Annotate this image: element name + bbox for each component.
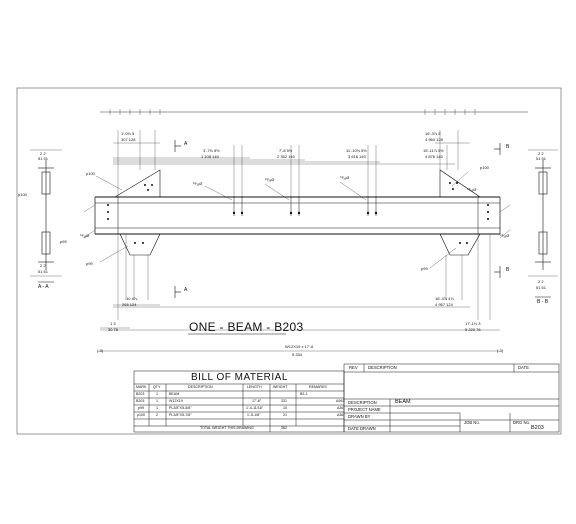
tb-job-no: JOB No. [464, 420, 480, 425]
bom-cell: 1'-5-1/8" [247, 413, 261, 417]
bottom-dim: 10 4⅞ [126, 296, 138, 301]
bom-cell: A992 [336, 399, 345, 403]
top-dim: 7'-8 5½ [279, 148, 293, 153]
bom-total-value: 362 [281, 426, 287, 430]
tb-drg-value: B203 [531, 425, 544, 431]
bom-total-label: TOTAL WEIGHT THIS DRAWING [200, 426, 254, 430]
bom-cell: B203 [136, 392, 145, 396]
top-dim: 3'-7⅝ 5½ [203, 148, 220, 153]
bom-cell: W12X19 [169, 399, 183, 403]
section-dim: 2 2 [40, 151, 46, 156]
tb-description-label: DESCRIPTION [348, 400, 377, 405]
tb-rev: REV [349, 365, 358, 370]
tb-date-header: DATE [518, 365, 529, 370]
section-dim-mm: 51 51 [38, 156, 49, 161]
section-a-a [30, 149, 62, 283]
section-dim: 2 2 [538, 279, 544, 284]
bom-cell: BEAM [169, 392, 180, 396]
section-dim-mm: 51 51 [536, 285, 547, 290]
bom-header: REMARKS [309, 385, 327, 389]
section-dim: 2 2 [40, 263, 46, 268]
hole-note: ¹³⁄₁₆Ø [80, 233, 90, 238]
top-dim: 15'-11⅞ 5½ [423, 148, 444, 153]
sheet-border [16, 87, 562, 435]
overall-length: W12X19 x 17'-6 [285, 344, 314, 349]
end-dim: 17'-1⅛ 3 [465, 321, 481, 326]
plate-callout: p100 [18, 192, 27, 197]
section-b-b [528, 149, 558, 298]
section-mark-b-bottom: B [506, 267, 510, 273]
end-dim-mm: 30 76 [108, 327, 119, 332]
top-dim: 1'-0⅛ 5 [121, 131, 135, 136]
bom-header: LENGTH [247, 385, 262, 389]
bom-cell: B203 [136, 399, 145, 403]
offset-left: (-3) [97, 348, 104, 353]
hole-note: ¹³⁄₁₆Ø [340, 175, 350, 180]
bom-header: QTY [153, 385, 161, 389]
tb-date-drawn: DATE DRAWN [348, 426, 376, 431]
tb-description-value: BEAM [395, 399, 411, 405]
section-mark-b-top: B [506, 144, 510, 150]
bottom-dim-mm: 4 957 124 [435, 302, 453, 307]
section-label-bb: B - B [537, 299, 549, 305]
end-dim-mm: 5 220 76 [465, 327, 481, 332]
plate-callout: p99 [421, 266, 428, 271]
bom-header: WEIGHT [273, 385, 288, 389]
bom-cell: 21 [283, 413, 287, 417]
plate-callout: p99 [60, 239, 67, 244]
overall-length-mm: 5 334 [292, 352, 303, 357]
section-label-aa: A - A [38, 284, 49, 290]
top-dim-mm: 2 352 140 [277, 154, 295, 159]
hole-note: ¹³⁄₁₆Ø [467, 187, 477, 192]
beam-elevation [94, 196, 501, 235]
bom-cell: p100 [137, 413, 145, 417]
title-block-grid [343, 363, 560, 433]
bom-cell: 331 [281, 399, 287, 403]
section-mark-a-top: A [184, 141, 188, 147]
bom-cell: 17'-6" [252, 399, 262, 403]
section-dim-mm: 51 51 [536, 156, 547, 161]
bom-cell: A36 [337, 406, 344, 410]
hole-note: ¹³⁄₁₆Ø [265, 177, 275, 182]
bom-cell: A36 [337, 413, 344, 417]
top-dim: 11'-10⅛ 5½ [346, 148, 367, 153]
bottom-dim: 16'-3⅞ 4⅞ [435, 296, 454, 301]
bom-cell: 1 [156, 406, 158, 410]
section-dim: 2 2 [538, 151, 544, 156]
bottom-dim-mm: 265 124 [122, 302, 137, 307]
bom-cell: PL3/8"X5-7/8" [169, 413, 192, 417]
offset-right: (-3) [497, 348, 504, 353]
end-dim: 1 3 [110, 321, 116, 326]
bom-cell: 1 [156, 399, 158, 403]
top-dim-mm: 4 876 140 [425, 154, 443, 159]
bom-header: DESCRIPTION [188, 385, 213, 389]
bom-cell: 10 [283, 406, 287, 410]
plate-callout: p99 [86, 261, 93, 266]
tb-drawn-by: DRAWN BY [348, 414, 371, 419]
top-dim-mm: 4 960 128 [425, 137, 443, 142]
plate-callout: p100 [480, 165, 489, 170]
hole-note: ¹³⁄₁₆Ø [193, 181, 203, 186]
bom-title: BILL OF MATERIAL [191, 372, 288, 383]
section-mark-a-bottom: A [184, 287, 188, 293]
plate-callout: p100 [86, 171, 95, 176]
bom-cell: B3-1 [300, 392, 308, 396]
bom-cell: PL3/8"X5-5/8" [169, 406, 192, 410]
hole-note: ¹³⁄₁₆Ø [500, 233, 510, 238]
tb-drg-label: DRG No. [513, 420, 530, 425]
bom-header: MARK [136, 385, 147, 389]
top-dim-mm: 1 108 140 [201, 154, 219, 159]
drawing-title: ONE - BEAM - B203 [189, 320, 304, 334]
section-dim-mm: 51 51 [38, 269, 49, 274]
bom-cell: 1'-4-11/16" [246, 406, 264, 410]
bom-cell: p99 [138, 406, 144, 410]
tb-description-header: DESCRIPTION [368, 365, 397, 370]
bom-cell: 1 [156, 392, 158, 396]
tb-project-label: PROJECT NAME [348, 407, 381, 412]
top-dim: 16'-3⅞ 5 [425, 131, 441, 136]
top-dim-mm: 3 616 140 [348, 154, 366, 159]
bom-cell: 2 [156, 413, 158, 417]
top-dim-mm: 307 128 [121, 137, 136, 142]
